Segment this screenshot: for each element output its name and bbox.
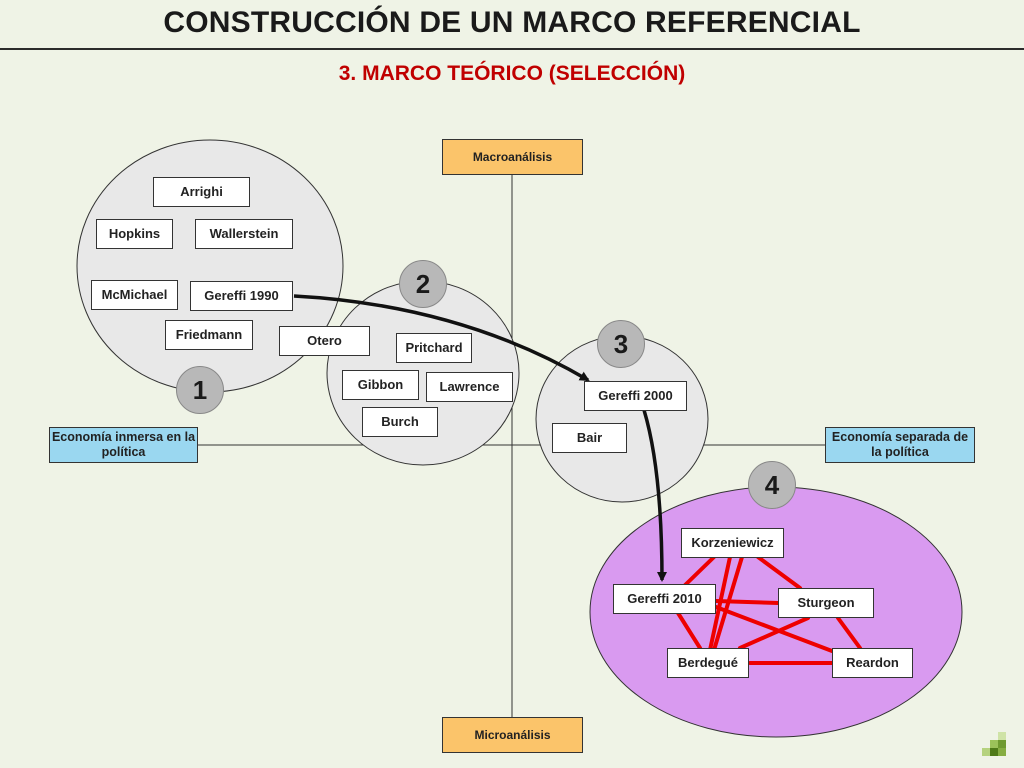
author-friedmann: Friedmann [165, 320, 253, 350]
author-otero: Otero [279, 326, 370, 356]
connector-gereffi2010-berdegue [676, 611, 702, 650]
author-korzeniewicz: Korzeniewicz [681, 528, 784, 558]
connector-sturgeon-berdegue [738, 616, 810, 650]
page-subtitle: 3. MARCO TEÓRICO (SELECCIÓN) [338, 62, 686, 85]
author-lawrence: Lawrence [426, 372, 513, 402]
author-pritchard: Pritchard [396, 333, 472, 363]
group-4-badge: 4 [748, 461, 796, 509]
group-3-badge: 3 [597, 320, 645, 368]
group-1-badge: 1 [176, 366, 224, 414]
connector-korz-sturgeon [756, 555, 802, 590]
author-arrighi: Arrighi [153, 177, 250, 207]
connector-korz-berdegue-b [712, 555, 744, 652]
author-bair: Bair [552, 423, 627, 453]
author-burch: Burch [362, 407, 438, 437]
author-sturgeon: Sturgeon [778, 588, 874, 618]
connector-sturgeon-reardon [836, 616, 862, 650]
group-2-badge: 2 [399, 260, 447, 308]
connector-korz-berdegue-a [708, 555, 732, 652]
author-gibbon: Gibbon [342, 370, 419, 400]
axis-label-micro: Microanálisis [442, 717, 583, 753]
author-gereffi-2010: Gereffi 2010 [613, 584, 716, 614]
group-4-connectors [676, 555, 862, 665]
arrow-gereffi1990-to-2000 [293, 294, 590, 382]
author-wallerstein: Wallerstein [195, 219, 293, 249]
author-gereffi-2000: Gereffi 2000 [584, 381, 687, 411]
title-divider [0, 48, 1024, 50]
arrow-gereffi2000-to-2010 [642, 409, 667, 582]
author-hopkins: Hopkins [96, 219, 173, 249]
connector-gereffi2010-sturgeon [714, 599, 780, 605]
author-reardon: Reardon [832, 648, 913, 678]
page-title: CONSTRUCCIÓN DE UN MARCO REFERENCIAL [163, 6, 861, 39]
corner-logo-icon [982, 732, 1006, 756]
author-gereffi-1990: Gereffi 1990 [190, 281, 293, 311]
author-berdegue: Berdegué [667, 648, 749, 678]
axis-label-right: Economía separada de la política [825, 427, 975, 463]
connector-gereffi2010-reardon [714, 605, 834, 653]
axis-label-macro: Macroanálisis [442, 139, 583, 175]
author-mcmichael: McMichael [91, 280, 178, 310]
axis-label-left: Economía inmersa en la política [49, 427, 198, 463]
